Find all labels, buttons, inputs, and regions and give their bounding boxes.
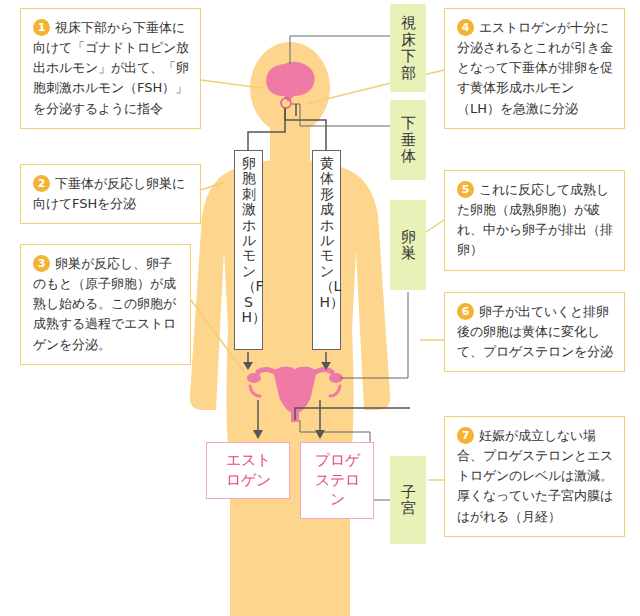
organ-band: 下垂体 [390, 100, 426, 180]
vertical-label: 下垂体 [401, 115, 416, 165]
vertical-label: 卵巣 [401, 229, 416, 262]
hormone-arrows [248, 104, 410, 430]
callout-box: 6卵子が出ていくと排卵後の卵胞は黄体に変化して、プロゲステロンを分泌 [444, 292, 625, 372]
vertical-label: 黄体形成ホルモン（LH） [320, 156, 334, 344]
vertical-label: 子宮 [401, 484, 416, 517]
vertical-label: 卵胞刺激ホルモン（FSH） [242, 156, 256, 344]
hormone-name: エストロゲン [225, 451, 271, 490]
callout-number: 4 [457, 19, 474, 36]
organ-band: 卵巣 [390, 200, 426, 290]
hormone-column: 黄体形成ホルモン（LH） [312, 150, 341, 350]
callout-number: 3 [33, 255, 50, 272]
callout-box: 5これに反応して成熟した卵胞（成熟卵胞）が破れ、中から卵子が排出（排卵） [444, 170, 625, 271]
callout-box: 1視床下部から下垂体に向けて「ゴナドトロピン放出ホルモン」が出て、「卵胞刺激ホル… [20, 8, 201, 129]
callout-text: エストロゲンが十分に分泌されるとこれが引き金となって下垂体が排卵を促す黄体形成ホ… [457, 20, 613, 116]
hormone-box: プロゲステロン [300, 442, 374, 519]
brain [266, 62, 315, 102]
callout-box: 2下垂体が反応し卵巣に向けてFSHを分泌 [20, 164, 201, 224]
callout-number: 7 [457, 427, 474, 444]
organ-band: 視床下部 [390, 4, 426, 92]
callout-text: 卵子が出ていくと排卵後の卵胞は黄体に変化して、プロゲステロンを分泌 [457, 304, 613, 359]
body-silhouette [190, 42, 390, 616]
callout-number: 6 [457, 303, 474, 320]
callout-number: 2 [33, 175, 50, 192]
callout-text: 妊娠が成立しない場合、プロゲステロンとエストロゲンのレベルは激減。厚くなっていた… [457, 428, 613, 524]
callout-number: 5 [457, 181, 474, 198]
hormone-box: エストロゲン [206, 442, 290, 499]
hormone-name: プロゲステロン [311, 451, 363, 510]
vertical-label: 視床下部 [401, 15, 416, 81]
callout-box: 7妊娠が成立しない場合、プロゲステロンとエストロゲンのレベルは激減。厚くなってい… [444, 416, 625, 537]
callout-text: これに反応して成熟した卵胞（成熟卵胞）が破れ、中から卵子が排出（排卵） [457, 182, 613, 257]
callout-box: 4エストロゲンが十分に分泌されるとこれが引き金となって下垂体が排卵を促す黄体形成… [444, 8, 625, 129]
organ-band: 子宮 [390, 456, 426, 544]
callout-box: 3卵巣が反応し、卵子のもと（原子卵胞）が成熟し始める。この卵胞が成熟する過程でエ… [20, 244, 191, 365]
callout-leaders [191, 70, 444, 480]
hormone-column: 卵胞刺激ホルモン（FSH） [234, 150, 263, 350]
callout-text: 下垂体が反応し卵巣に向けてFSHを分泌 [33, 176, 185, 211]
arrowheads [243, 362, 331, 439]
callout-text: 視床下部から下垂体に向けて「ゴナドトロピン放出ホルモン」が出て、「卵胞刺激ホルモ… [33, 20, 189, 116]
callout-number: 1 [33, 19, 50, 36]
pituitary [281, 98, 291, 108]
callout-text: 卵巣が反応し、卵子のもと（原子卵胞）が成熟し始める。この卵胞が成熟する過程でエス… [33, 256, 176, 352]
